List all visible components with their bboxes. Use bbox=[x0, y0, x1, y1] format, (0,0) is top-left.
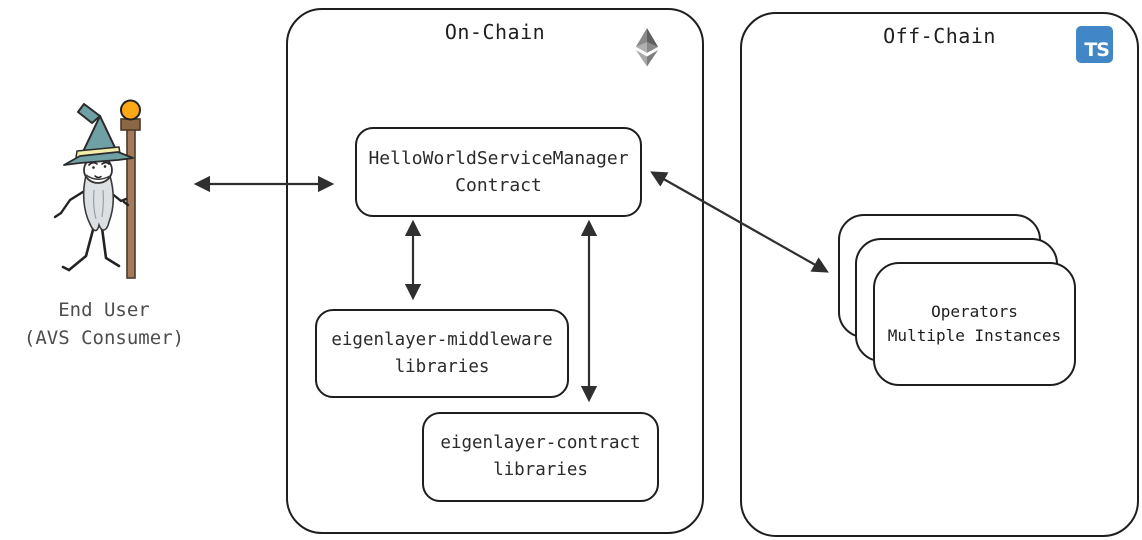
typescript-icon-label: TS bbox=[1084, 39, 1110, 61]
eigenlayer-contract-node: eigenlayer-contract libraries bbox=[422, 412, 659, 502]
end-user-label-line1: End User bbox=[58, 299, 150, 321]
off-chain-container: Off-Chain bbox=[740, 12, 1139, 537]
operators-label-line2: Multiple Instances bbox=[887, 326, 1062, 345]
contract-label-line2: libraries bbox=[493, 460, 588, 480]
service-manager-label-line2: Contract bbox=[455, 175, 542, 196]
wizard-legs bbox=[61, 224, 121, 272]
service-manager-label-line1: HelloWorldServiceManager bbox=[368, 148, 629, 169]
end-user-label: End User (AVS Consumer) bbox=[0, 296, 208, 352]
eigenlayer-middleware-node: eigenlayer-middleware libraries bbox=[315, 309, 569, 398]
end-user-label-line2: (AVS Consumer) bbox=[23, 327, 185, 349]
ethereum-icon bbox=[635, 28, 659, 67]
staff-icon bbox=[120, 99, 141, 279]
middleware-label-line2: libraries bbox=[394, 356, 490, 377]
middleware-label-line1: eigenlayer-middleware bbox=[331, 329, 553, 350]
contract-label-line1: eigenlayer-contract bbox=[440, 433, 641, 453]
end-user-figure bbox=[40, 98, 160, 288]
helloworld-service-manager-node: HelloWorldServiceManager Contract bbox=[355, 127, 642, 217]
off-chain-title: Off-Chain bbox=[883, 24, 996, 48]
wizard-hat-icon bbox=[63, 103, 134, 166]
wizard-illustration bbox=[53, 99, 141, 279]
typescript-icon: TS bbox=[1076, 26, 1113, 63]
operators-label-line1: Operators bbox=[931, 302, 1018, 321]
operators-node: Operators Multiple Instances bbox=[873, 262, 1076, 386]
on-chain-title: On-Chain bbox=[444, 20, 546, 44]
